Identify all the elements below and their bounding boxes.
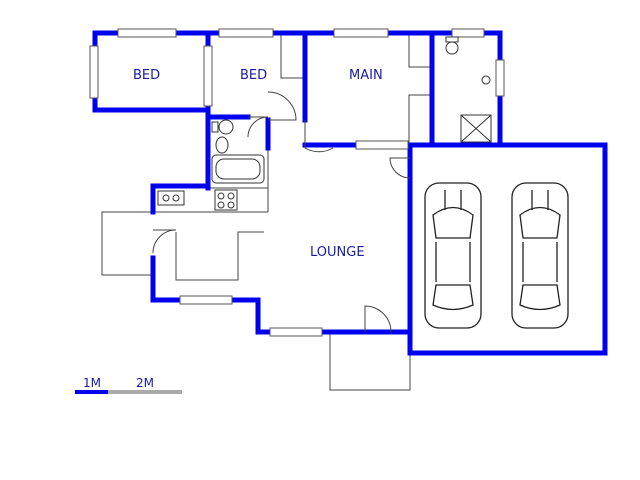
fixtures [157,36,492,211]
room-label-lounge: LOUNGE [310,245,365,260]
interior-partitions [155,33,432,213]
room-label-main: MAIN [349,68,383,83]
windows [89,28,505,337]
scale-bar: 1M 2M [75,376,182,394]
room-label-bed-2: BED [240,68,267,83]
car-right [511,182,569,329]
car-left [424,182,482,329]
patio-outline [101,211,411,391]
doors [152,91,411,333]
scale-label-2m: 2M [136,376,154,390]
scale-label-1m: 1M [83,376,101,390]
room-label-bed-1: BED [133,68,160,83]
